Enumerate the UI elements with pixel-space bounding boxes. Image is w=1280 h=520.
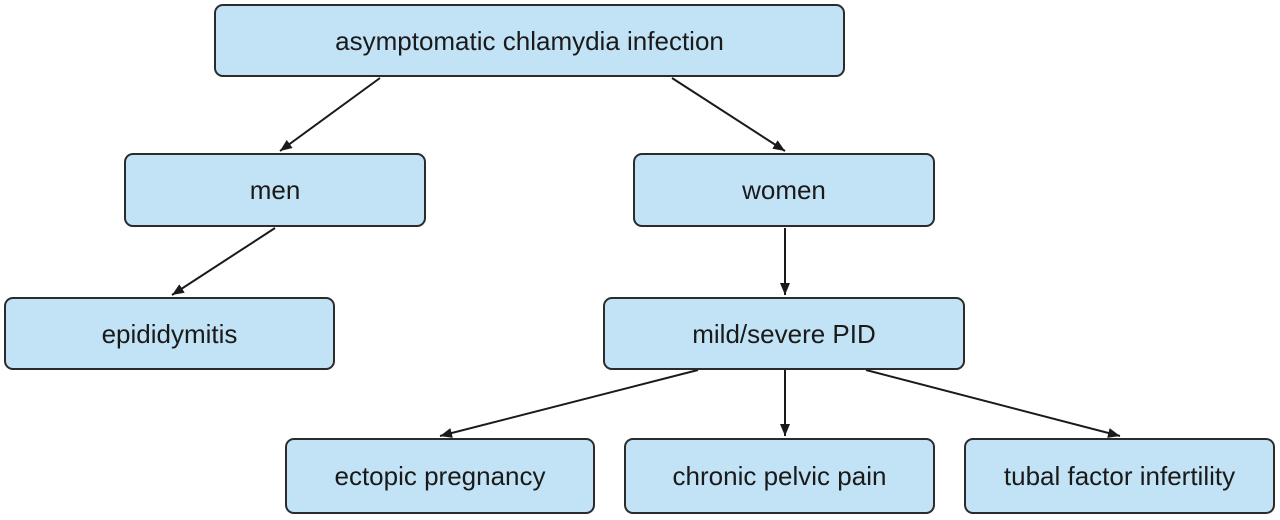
node-ectopic-pregnancy: ectopic pregnancy <box>285 438 595 514</box>
edge-root-to-women <box>671 77 786 152</box>
node-root-label: asymptomatic chlamydia infection <box>335 25 724 56</box>
node-chronic-pelvic-pain-label: chronic pelvic pain <box>672 461 887 491</box>
node-ectopic-pregnancy-label: ectopic pregnancy <box>334 461 546 491</box>
node-pid-label: mild/severe PID <box>692 318 876 349</box>
node-epididymitis-label: epididymitis <box>101 318 238 349</box>
node-chronic-pelvic-pain: chronic pelvic pain <box>624 438 935 514</box>
node-root: asymptomatic chlamydia infection <box>214 4 845 77</box>
edge-pid-to-tubal-factor-infertility <box>865 369 1121 438</box>
edge-pid-to-ectopic-pregnancy <box>439 369 699 438</box>
edge-men-to-epididymitis <box>171 227 276 296</box>
node-men-label: men <box>249 175 301 205</box>
node-tubal-factor-infertility: tubal factor infertility <box>964 438 1275 514</box>
node-women: women <box>633 153 935 227</box>
node-men: men <box>124 153 426 227</box>
edge-root-to-men <box>279 77 381 152</box>
node-tubal-factor-infertility-label: tubal factor infertility <box>1003 461 1236 491</box>
node-women-label: women <box>742 175 826 205</box>
node-epididymitis: epididymitis <box>4 297 335 370</box>
node-pid: mild/severe PID <box>603 297 965 370</box>
